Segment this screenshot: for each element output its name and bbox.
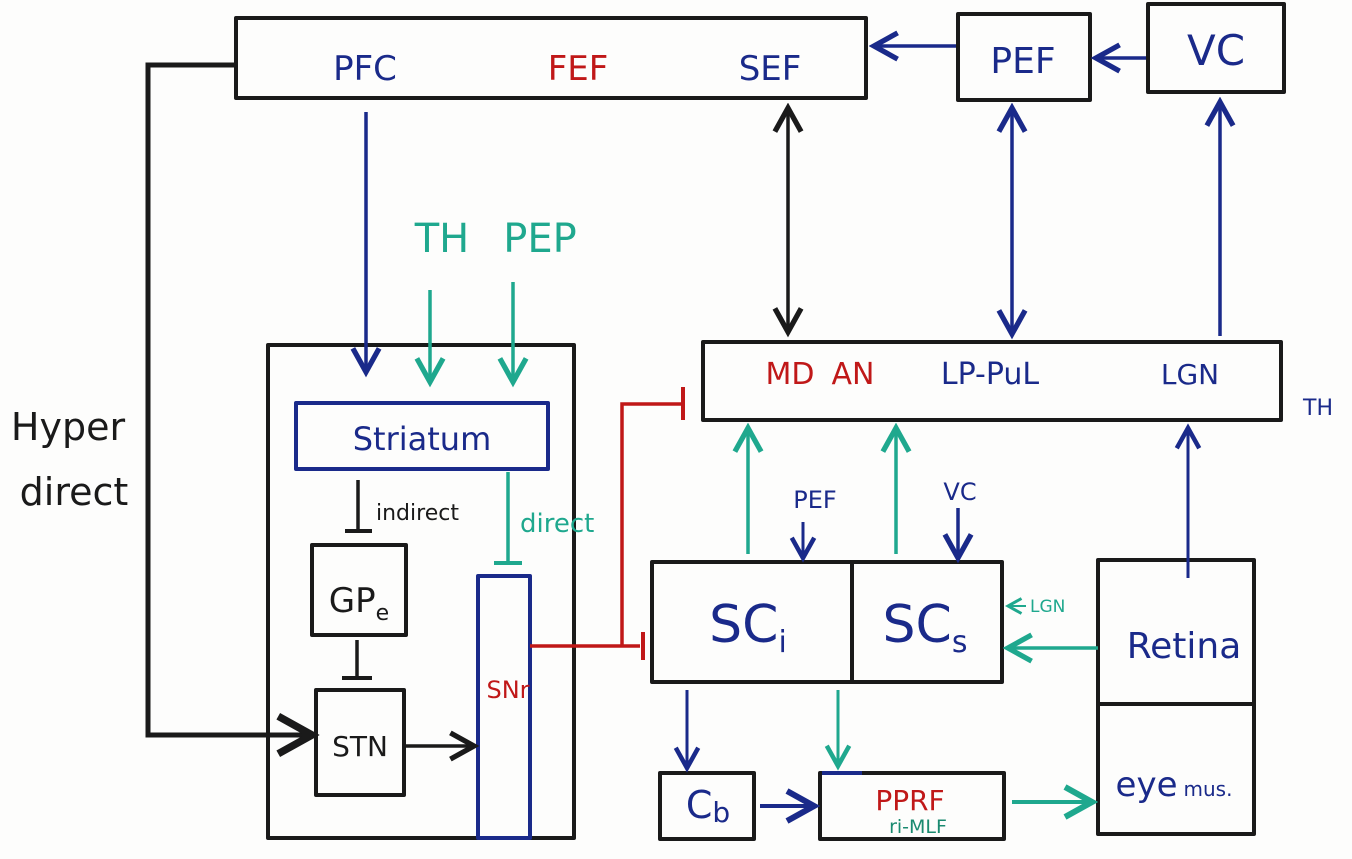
cb-label: Cb: [686, 783, 730, 829]
vc-label: VC: [1187, 26, 1245, 75]
indirect-label: indirect: [376, 501, 459, 526]
hyperdirect-edge: [145, 62, 312, 735]
pprf-label: PPRF: [875, 784, 944, 817]
gpe-box: [310, 543, 408, 637]
vc-box: [1146, 2, 1286, 94]
gpe-label: GPe: [329, 581, 389, 626]
pef-box: [956, 12, 1092, 102]
hyperdirect-label-line1: Hyper: [11, 405, 126, 449]
thalamus-side-label: TH: [1302, 396, 1333, 421]
md-label: MD: [766, 357, 815, 392]
rimlf-label: ri-MLF: [889, 816, 947, 838]
snr-to-thalamus-edge: [620, 402, 682, 646]
striatum-box: [294, 401, 550, 471]
sc-s-label: SCs: [883, 595, 968, 660]
retina-label: Retina: [1127, 626, 1242, 667]
vc-to-scs-label: VC: [943, 478, 976, 506]
lgn-to-scs-label: LGN: [1030, 597, 1065, 617]
pef-label: PEF: [990, 41, 1055, 82]
snr-label: SNr: [486, 676, 529, 704]
basal-ganglia-box: [266, 343, 576, 840]
stn-label: STN: [332, 730, 388, 763]
cb-box: [658, 771, 756, 841]
lgn-label: LGN: [1161, 358, 1219, 391]
hyperdirect-label-line2: direct: [20, 470, 129, 514]
pep-input-label: PEP: [503, 216, 577, 262]
eye-mus-box: [1096, 702, 1256, 836]
striatum-label: Striatum: [353, 420, 492, 458]
snr-box: [476, 574, 532, 840]
pprf-box: [818, 771, 1006, 841]
thalamus-box: [701, 340, 1283, 422]
direct-label: direct: [520, 509, 594, 539]
pfc-label: PFC: [333, 49, 397, 89]
an-label: AN: [832, 357, 875, 392]
th-input-label: TH: [414, 216, 470, 262]
pef-to-sci-label: PEF: [793, 486, 836, 514]
fef-label: FEF: [548, 49, 609, 89]
lp-pul-label: LP-PuL: [941, 357, 1040, 392]
sc-s-box: [850, 560, 1004, 684]
cortex-box: [234, 16, 868, 100]
sc-i-label: SCi: [709, 595, 787, 660]
sef-label: SEF: [739, 49, 802, 89]
